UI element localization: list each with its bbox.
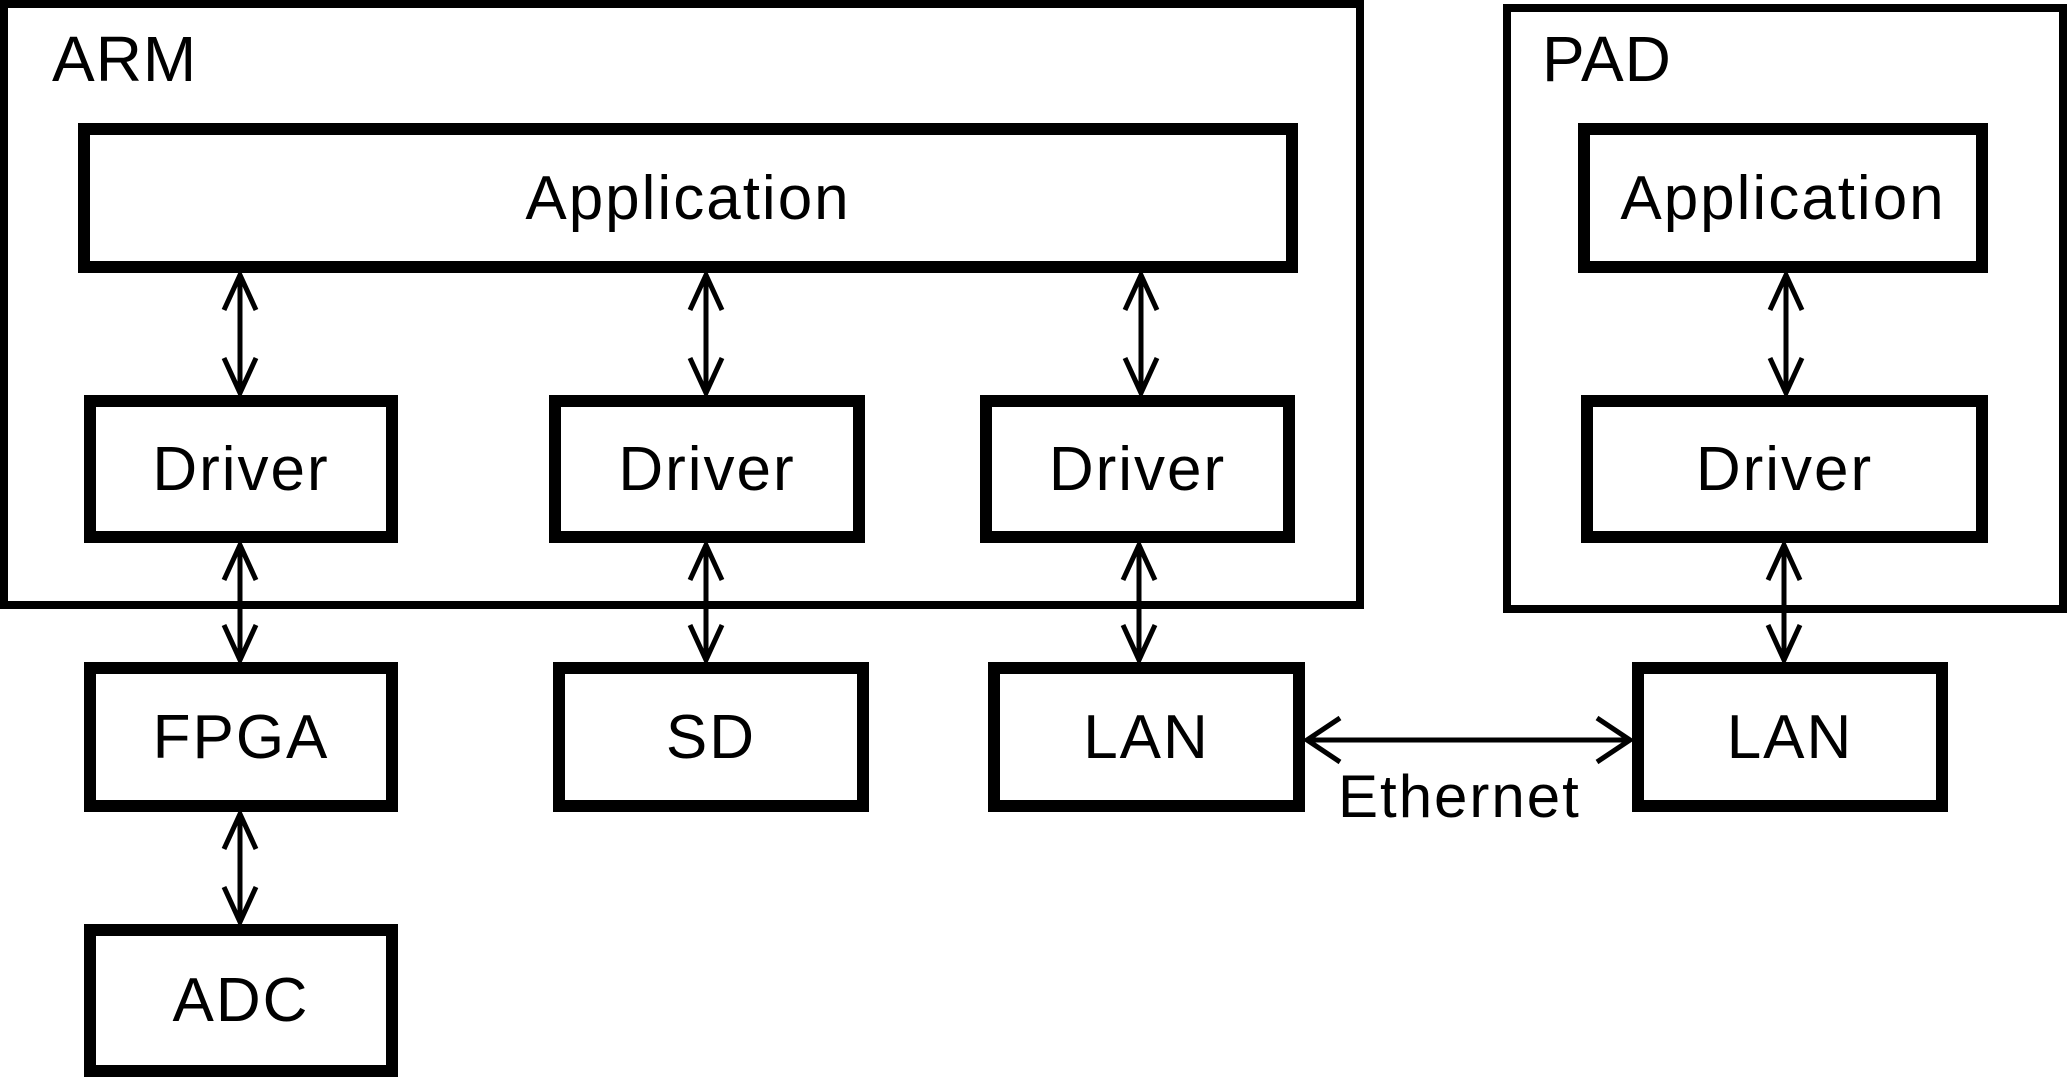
- arm-driver-3-label: Driver: [1048, 434, 1227, 504]
- edge-ethernet: [1302, 715, 1635, 765]
- ethernet-label: Ethernet: [1338, 763, 1581, 830]
- pad-driver-node: Driver: [1581, 395, 1988, 543]
- lan-arm-node: LAN: [988, 662, 1305, 812]
- fpga-label: FPGA: [152, 702, 330, 772]
- pad-group-label: PAD: [1542, 23, 1672, 95]
- sd-node: SD: [553, 662, 869, 812]
- edge-fpga-adc: [221, 807, 259, 929]
- pad-application-label: Application: [1620, 163, 1946, 233]
- pad-driver-label: Driver: [1695, 434, 1874, 504]
- arm-application-node: Application: [78, 123, 1298, 273]
- arm-driver-1-node: Driver: [84, 395, 398, 543]
- adc-label: ADC: [172, 966, 310, 1035]
- adc-node: ADC: [84, 924, 398, 1077]
- lan-pad-label: LAN: [1726, 702, 1854, 772]
- arm-driver-3-node: Driver: [980, 395, 1295, 543]
- arm-driver-2-label: Driver: [618, 434, 796, 504]
- arm-driver-2-node: Driver: [549, 395, 865, 543]
- arm-driver-1-label: Driver: [152, 434, 330, 504]
- lan-arm-label: LAN: [1083, 702, 1210, 772]
- lan-pad-node: LAN: [1632, 662, 1948, 812]
- arm-group-label: ARM: [52, 23, 198, 95]
- pad-application-node: Application: [1578, 123, 1988, 273]
- fpga-node: FPGA: [84, 662, 398, 812]
- sd-label: SD: [665, 702, 757, 772]
- arm-group: [0, 0, 1364, 609]
- arm-application-label: Application: [525, 163, 851, 233]
